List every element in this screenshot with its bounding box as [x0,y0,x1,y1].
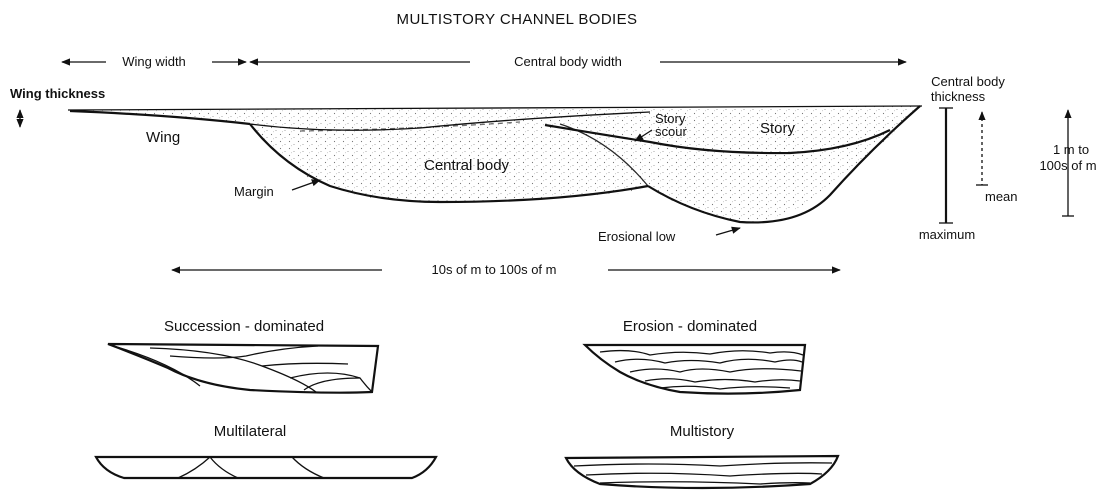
range-label: 1 m to [1053,142,1089,157]
erosional-low-arrow [716,228,740,235]
erosion-dominated-title: Erosion - dominated [623,318,757,335]
mean-label: mean [985,189,1018,204]
multistory-title: Multistory [670,423,735,440]
wing-label: Wing [146,129,180,146]
central-body-thickness-label-2: thickness [931,89,986,104]
erosional-low-label: Erosional low [598,229,676,244]
story-scour-label-2: scour [655,124,687,139]
wing-thickness-label: Wing thickness [10,86,105,101]
wing-width-label: Wing width [122,54,186,69]
erosion-dominated-sketch [585,345,805,394]
multistory-sketch [566,456,838,488]
central-body-thickness-label: Central body [931,74,1005,89]
margin-label: Margin [234,184,274,199]
lateral-scale-label: 10s of m to 100s of m [431,262,556,277]
margin-arrow [292,180,320,190]
central-body-label: Central body [424,157,510,174]
story-label: Story [760,120,796,137]
maximum-label: maximum [919,227,975,242]
diagram-title: MULTISTORY CHANNEL BODIES [397,11,638,28]
succession-dominated-title: Succession - dominated [164,318,324,335]
range-label-2: 100s of m [1039,158,1096,173]
width-dimension: Wing width Central body width [62,54,906,69]
multilateral-title: Multilateral [214,423,287,440]
succession-dominated-sketch [108,344,378,393]
central-body-width-label: Central body width [514,54,622,69]
multilateral-sketch [96,457,436,478]
